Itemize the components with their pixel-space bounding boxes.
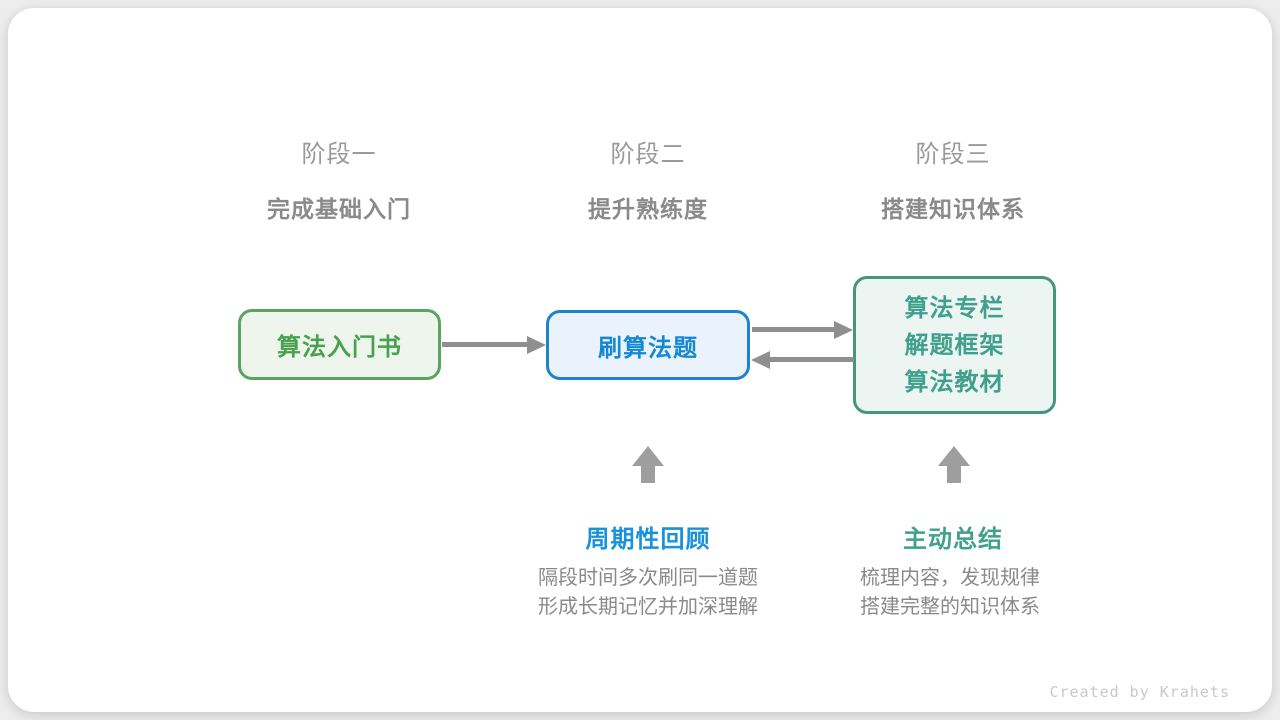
watermark-credit: Created by Krahets [1049, 683, 1230, 701]
annotation-active-summary-label: 主动总结 [903, 526, 1003, 553]
annotation-active-summary-desc: 梳理内容，发现规律 搭建完整的知识体系 [790, 564, 1110, 622]
node-resource-framework-label: 解题框架 [904, 331, 1005, 359]
node-resource-textbook-label: 算法教材 [904, 368, 1005, 396]
stage-1-header: 阶段一 完成基础入门 [179, 134, 499, 224]
stage-2-header: 阶段二 提升熟练度 [488, 134, 808, 224]
annotation-periodic-review-label: 周期性回顾 [585, 526, 711, 553]
stage-3-header: 阶段三 搭建知识体系 [793, 134, 1113, 224]
node-resource-column-label: 算法专栏 [904, 294, 1005, 322]
node-practice-problems-label: 刷算法题 [598, 334, 698, 362]
arrow-node3-to-node2-head-icon [751, 351, 770, 369]
up-arrow-icon [632, 446, 664, 483]
annotation-periodic-review-desc-line1: 隔段时间多次刷同一道题 [538, 567, 758, 589]
arrow-node3-to-node2 [769, 357, 854, 362]
node-intro-book-label: 算法入门书 [277, 334, 402, 361]
stage-2-subtitle: 提升熟练度 [588, 196, 708, 222]
arrow-node1-to-node2 [442, 342, 529, 347]
arrow-node2-to-node3-head-icon [834, 321, 853, 339]
arrow-node1-to-node2-head-icon [527, 336, 546, 354]
stage-3-subtitle: 搭建知识体系 [881, 196, 1025, 222]
stage-1-title: 阶段一 [301, 141, 377, 168]
diagram-card: 阶段一 完成基础入门 阶段二 提升熟练度 阶段三 搭建知识体系 算法入门书 刷算… [8, 8, 1272, 712]
node-practice-problems: 刷算法题 [546, 310, 750, 380]
stage-1-subtitle: 完成基础入门 [267, 196, 411, 222]
up-arrow-icon [938, 446, 970, 483]
stage-3-title: 阶段三 [915, 141, 991, 168]
annotation-active-summary-desc-line2: 搭建完整的知识体系 [860, 596, 1040, 618]
node-knowledge-resources: 算法专栏 解题框架 算法教材 [853, 276, 1056, 414]
annotation-active-summary-desc-line1: 梳理内容，发现规律 [860, 567, 1040, 589]
annotation-periodic-review-desc: 隔段时间多次刷同一道题 形成长期记忆并加深理解 [488, 564, 808, 622]
node-intro-book: 算法入门书 [238, 309, 441, 380]
arrow-node2-to-node3 [752, 327, 835, 332]
annotation-periodic-review-desc-line2: 形成长期记忆并加深理解 [538, 596, 758, 618]
stage-2-title: 阶段二 [610, 141, 686, 168]
